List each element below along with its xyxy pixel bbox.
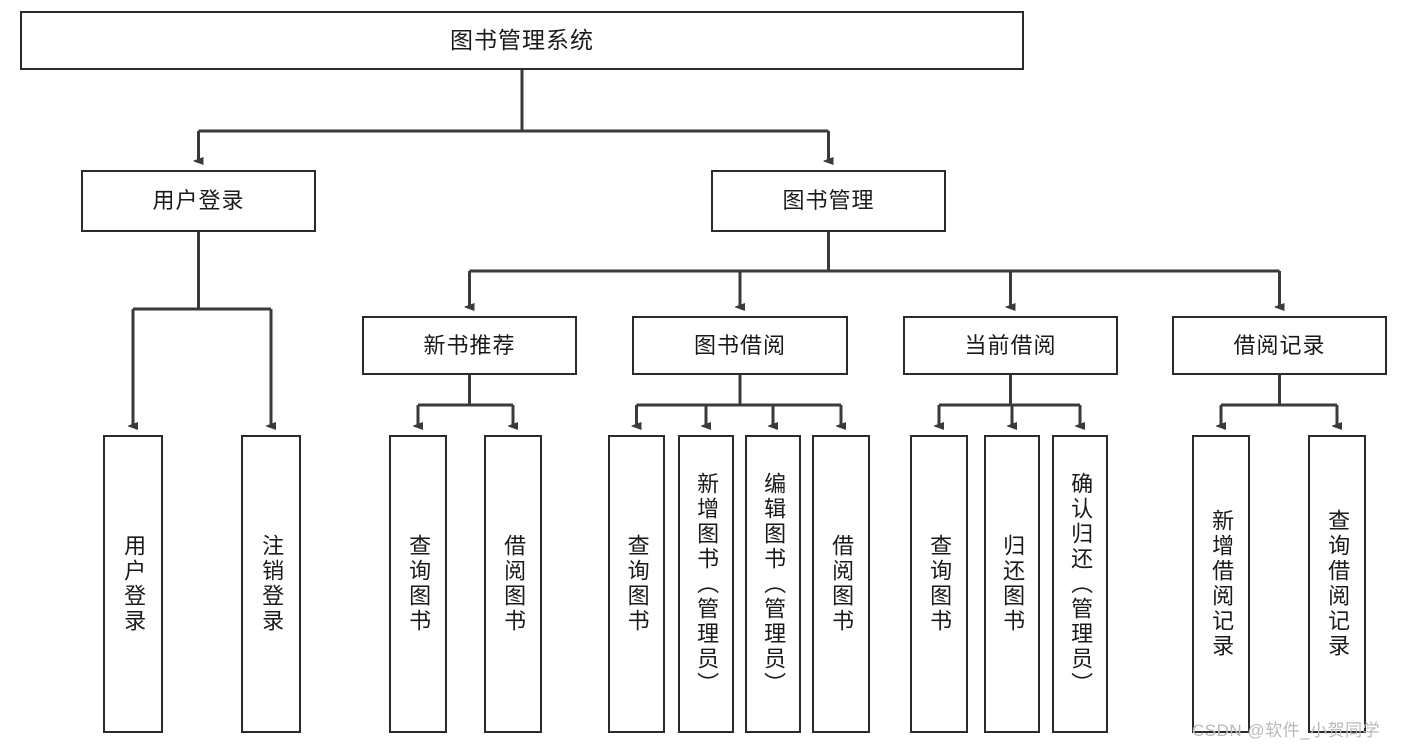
node-new-book-rec[interactable]: 新书推荐: [362, 316, 577, 375]
node-label-new-book-rec: 新书推荐: [423, 332, 516, 358]
node-label-leaf-rec-query: 查询图书: [406, 534, 432, 634]
node-leaf-current-query[interactable]: 查询图书: [910, 435, 968, 733]
node-label-book-admin: 图书管理: [782, 188, 875, 214]
node-label-user-login: 用户登录: [152, 188, 245, 214]
node-label-borrow-record: 借阅记录: [1233, 332, 1326, 358]
node-leaf-record-query[interactable]: 查询借阅记录: [1308, 435, 1366, 733]
node-leaf-current-return[interactable]: 归还图书: [984, 435, 1040, 733]
node-leaf-borrow-do[interactable]: 借阅图书: [812, 435, 870, 733]
node-label-leaf-current-query: 查询图书: [927, 534, 953, 634]
node-book-borrow[interactable]: 图书借阅: [632, 316, 848, 375]
node-leaf-rec-borrow[interactable]: 借阅图书: [484, 435, 542, 733]
node-label-root: 图书管理系统: [450, 26, 594, 53]
node-leaf-record-add[interactable]: 新增借阅记录: [1192, 435, 1250, 733]
node-label-leaf-rec-borrow: 借阅图书: [501, 534, 527, 634]
node-label-leaf-record-query: 查询借阅记录: [1325, 509, 1351, 659]
node-label-current-borrow: 当前借阅: [964, 332, 1057, 358]
node-leaf-current-confirm[interactable]: 确认归还（管理员）: [1052, 435, 1108, 733]
node-root[interactable]: 图书管理系统: [20, 11, 1024, 70]
node-label-leaf-current-return: 归还图书: [1000, 534, 1026, 634]
node-borrow-record[interactable]: 借阅记录: [1172, 316, 1387, 375]
node-label-leaf-borrow-edit: 编辑图书（管理员）: [761, 471, 787, 697]
node-label-leaf-user-logout: 注销登录: [259, 534, 285, 634]
watermark-text: CSDN @软件_小贺同学: [1192, 721, 1381, 740]
node-leaf-borrow-add[interactable]: 新增图书（管理员）: [678, 435, 734, 733]
node-label-leaf-record-add: 新增借阅记录: [1209, 509, 1235, 659]
node-leaf-borrow-edit[interactable]: 编辑图书（管理员）: [745, 435, 801, 733]
node-user-login[interactable]: 用户登录: [81, 170, 316, 232]
node-book-admin[interactable]: 图书管理: [711, 170, 946, 232]
node-label-leaf-current-confirm: 确认归还（管理员）: [1068, 471, 1094, 697]
node-leaf-rec-query[interactable]: 查询图书: [389, 435, 447, 733]
node-label-leaf-borrow-add: 新增图书（管理员）: [694, 471, 720, 697]
node-label-leaf-borrow-do: 借阅图书: [829, 534, 855, 634]
node-leaf-user-login[interactable]: 用户登录: [103, 435, 163, 733]
node-current-borrow[interactable]: 当前借阅: [903, 316, 1118, 375]
node-leaf-borrow-query[interactable]: 查询图书: [608, 435, 665, 733]
node-label-leaf-borrow-query: 查询图书: [624, 534, 650, 634]
node-label-leaf-user-login: 用户登录: [121, 534, 147, 634]
node-leaf-user-logout[interactable]: 注销登录: [241, 435, 301, 733]
node-label-book-borrow: 图书借阅: [693, 332, 786, 358]
